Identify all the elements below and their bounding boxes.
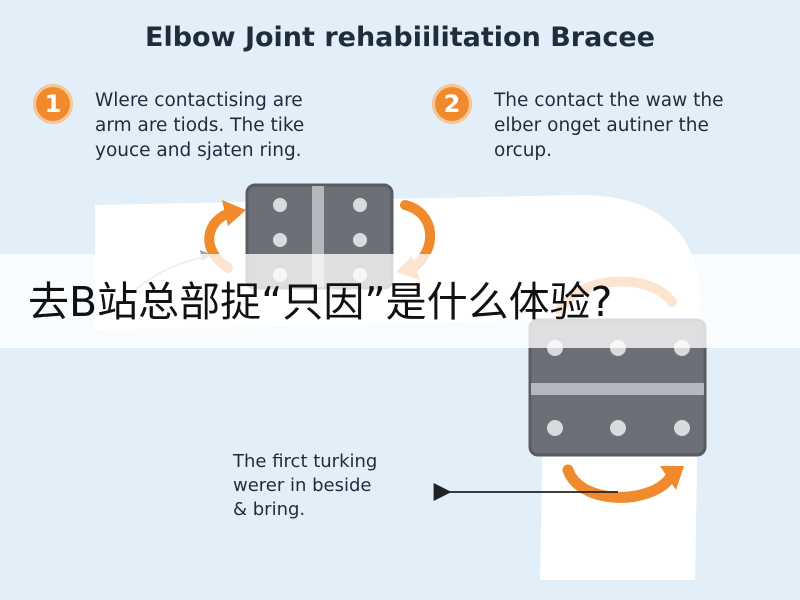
step-2-badge: 2 <box>432 84 472 124</box>
callout-line-2: werer in beside <box>233 475 372 496</box>
arrowhead-icon <box>660 466 684 490</box>
step-2-line-3: orcup. <box>494 140 553 161</box>
step-1-text: Wlere contactising are arm are tiods. Th… <box>95 88 304 163</box>
overlay-banner <box>0 254 800 348</box>
step-1-badge: 1 <box>33 84 73 124</box>
screw-icon <box>273 198 287 212</box>
step-2-text: The contact the waw the elber onget auti… <box>494 88 723 163</box>
screw-icon <box>547 420 563 436</box>
step-1-line-2: arm are tiods. The tike <box>95 115 305 136</box>
overlay-banner-text: 去B站总部捉“只因”是什么体验? <box>28 278 613 326</box>
rotate-bottom-arrow-icon <box>562 464 676 503</box>
screw-icon <box>353 198 367 212</box>
arrowhead-icon <box>222 200 246 226</box>
step-1-line-3: youce and sjaten ring. <box>95 140 302 161</box>
step-2-line-1: The contact the waw the <box>494 90 724 111</box>
step-2-line-2: elber onget autiner the <box>494 115 709 136</box>
callout-line-1: The firct turking <box>233 451 378 472</box>
callout-line-3: & bring. <box>233 499 306 520</box>
step-1-line-1: Wlere contactising are <box>95 90 303 111</box>
screw-icon <box>353 233 367 247</box>
screw-icon <box>610 420 626 436</box>
diagram-title: Elbow Joint rehabiilitation Bracee <box>145 22 655 53</box>
screw-icon <box>674 420 690 436</box>
screw-icon <box>273 233 287 247</box>
callout-note: The firct turking werer in beside & brin… <box>233 450 377 522</box>
